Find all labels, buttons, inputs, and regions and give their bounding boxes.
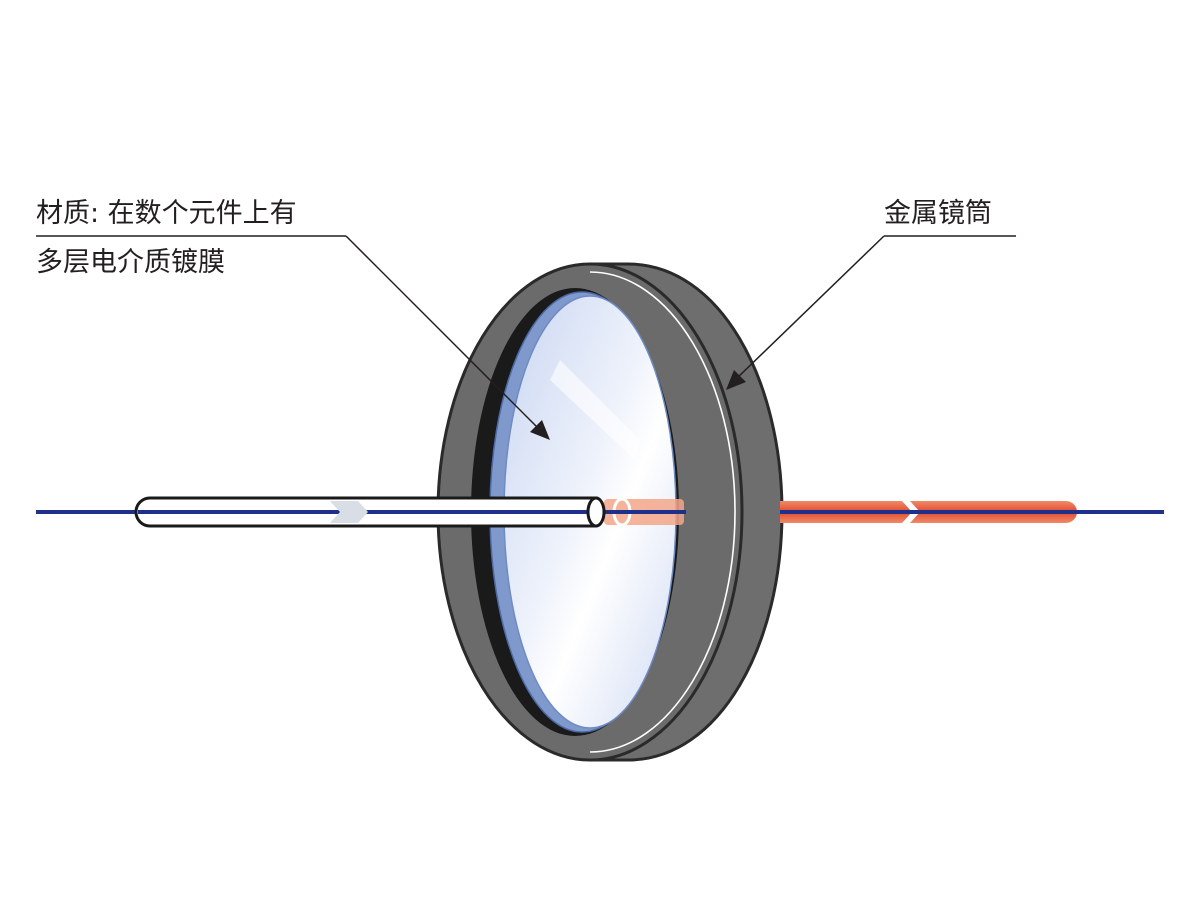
housing-arrowhead-icon [726,370,746,390]
housing-highlight [589,271,736,753]
coating-leader [36,235,550,440]
output-beam [780,501,1164,523]
coating-label-line2: 多层电介质镀膜 [36,247,225,278]
coating-leader-line [345,235,543,433]
lens-reflection [550,360,640,460]
input-rod-end [586,496,606,528]
input-beam-rod [134,496,606,528]
coating-label-line1: 材质: 在数个元件上有 [36,198,297,229]
housing-leader-line [734,235,885,381]
housing-label: 金属镜筒 [884,198,992,229]
input-direction-chevron-icon [330,501,368,523]
housing-leader [726,235,1016,390]
coating-arrowhead-icon [530,420,550,440]
